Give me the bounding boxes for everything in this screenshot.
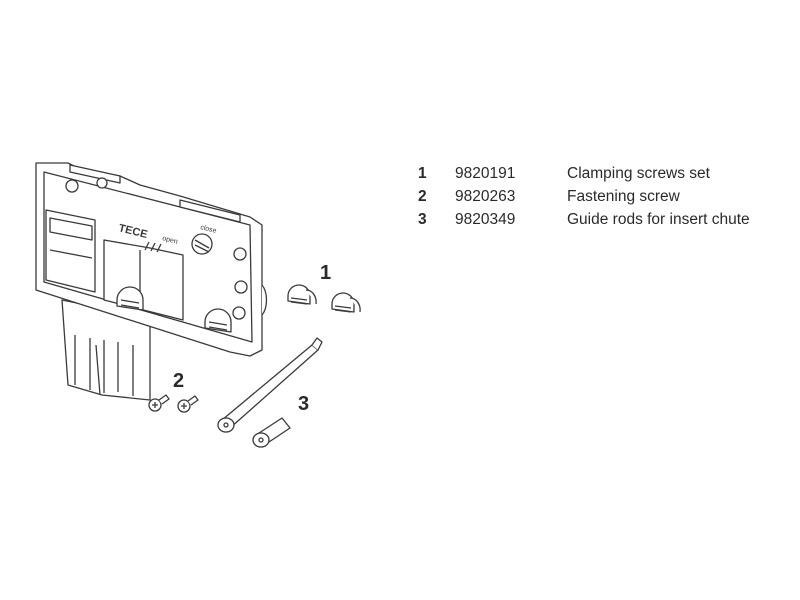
part-number: 1 bbox=[418, 165, 427, 182]
part-description: Clamping screws set bbox=[567, 165, 710, 182]
article-code: 9820263 bbox=[455, 188, 516, 205]
part-number: 3 bbox=[418, 211, 427, 228]
mounted-clamp-right bbox=[204, 308, 232, 333]
frame-plate bbox=[35, 162, 268, 357]
part-description: Guide rods for insert chute bbox=[567, 211, 750, 228]
mounted-clamp-left bbox=[116, 286, 144, 311]
part-1-clamping-screws bbox=[287, 284, 361, 313]
part-description: Fastening screw bbox=[567, 188, 680, 205]
callout-1: 1 bbox=[320, 262, 331, 284]
chute-box bbox=[61, 299, 151, 401]
plate-open-marking: open bbox=[162, 235, 179, 246]
callout-2: 2 bbox=[173, 370, 184, 392]
part-3-guide-rods bbox=[217, 337, 323, 448]
part-number: 2 bbox=[418, 188, 427, 205]
part-2-fastening-screws bbox=[148, 394, 199, 413]
plate-close-marking: close bbox=[200, 224, 218, 235]
callout-3: 3 bbox=[298, 393, 309, 415]
article-code: 9820349 bbox=[455, 211, 516, 228]
article-code: 9820191 bbox=[455, 165, 516, 182]
